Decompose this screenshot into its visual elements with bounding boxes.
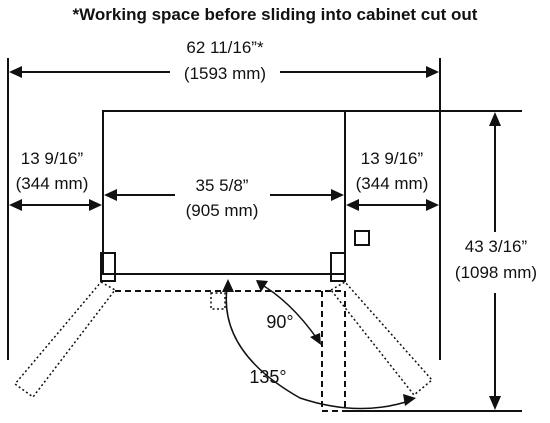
water-line-square [354,230,370,246]
arc-90-indicator [256,280,321,345]
door-handle-outline [210,292,226,310]
angle-90-label: 90° [266,312,293,332]
depth-mm: (1098 mm) [455,263,537,282]
total-width-mm: (1593 mm) [184,64,266,83]
door-90-position [115,290,346,412]
angle-135-label: 135° [249,367,286,387]
total-width-dimension [9,66,439,78]
depth-dimension [345,110,522,412]
arc-135-indicator [222,279,416,410]
right-clearance-dimension [346,199,439,211]
left-clearance-inches: 13 9/16” [21,149,84,168]
left-door-135 [13,281,117,399]
left-clearance-mm: (344 mm) [16,174,89,193]
working-space-note: *Working space before sliding into cabin… [73,5,478,24]
left-hinge [100,252,116,282]
right-clearance-mm: (344 mm) [356,174,429,193]
total-width-inches: 62 11/16”* [186,38,264,57]
body-width-dimension [104,189,344,201]
body-width-mm: (905 mm) [186,201,259,220]
left-clearance-dimension [9,199,102,211]
depth-inches: 43 3/16” [465,237,528,256]
right-clearance-inches: 13 9/16” [361,149,424,168]
right-hinge [330,252,346,282]
body-width-inches: 35 5/8” [196,176,249,195]
right-door-135 [329,281,434,397]
